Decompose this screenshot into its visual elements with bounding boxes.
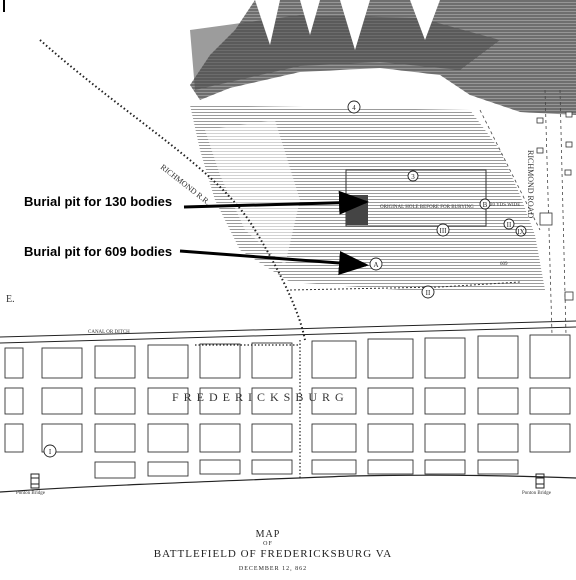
river-bank — [0, 474, 576, 493]
marker-3: 3 — [407, 170, 419, 182]
troop-path — [195, 340, 301, 480]
marker-a: A — [369, 257, 383, 271]
arrow-pit-130 — [183, 190, 369, 215]
marker-iii: III — [436, 223, 450, 237]
town-grid — [4, 334, 571, 479]
canal-boulevard: CANAL OR DITCH — [0, 320, 576, 344]
marker-east: E. — [6, 294, 15, 305]
railroad-line — [39, 39, 306, 341]
marker-b: B — [479, 198, 491, 210]
marker-4: 4 — [347, 100, 361, 114]
svg-text:3: 3 — [411, 173, 415, 181]
marker-ix: IX — [515, 225, 527, 237]
position-markers: 4 3 B III II IX A II I — [43, 100, 527, 458]
marker-ii-b: II — [421, 285, 435, 299]
bridge-left-label: Ponton Bridge — [16, 491, 46, 496]
svg-text:II: II — [507, 221, 512, 229]
marker-i: I — [43, 444, 57, 458]
svg-text:IX: IX — [517, 228, 524, 236]
title-line3: BATTLEFIELD OF FREDERICKSBURG VA — [154, 548, 392, 560]
town-label: F R E D E R I C K S B U R G — [172, 390, 345, 404]
road-buildings — [536, 111, 574, 301]
title-line2: OF — [263, 541, 273, 547]
wide-label: 20 YDS WIDE — [490, 203, 520, 208]
title-line4: DECEMBER 12, 862 — [239, 566, 307, 572]
heights-shading — [190, 0, 576, 115]
arrow-pit-609 — [179, 249, 369, 275]
svg-text:B: B — [483, 201, 488, 209]
svg-text:A: A — [373, 261, 378, 269]
pit-note: ORIGINAL HOLE BEFORE FOR BURYING — [380, 205, 474, 210]
count-label: 609 — [500, 262, 508, 267]
ponton-bridge-left: Ponton Bridge — [16, 473, 46, 496]
title-line1: MAP — [256, 529, 281, 540]
canal-label: CANAL OR DITCH — [88, 330, 130, 335]
svg-text:I: I — [49, 448, 52, 456]
annotation-pit-609: Burial pit for 609 bodies — [24, 244, 172, 259]
ponton-bridge-right: Ponton Bridge — [522, 473, 552, 496]
road-label: RICHMOND ROAD — [526, 150, 535, 218]
svg-text:III: III — [440, 227, 448, 235]
map-title: MAP OF BATTLEFIELD OF FREDERICKSBURG VA … — [154, 529, 392, 572]
marker-ii-a: II — [503, 218, 515, 230]
svg-text:II: II — [426, 289, 431, 297]
bridge-right-label: Ponton Bridge — [522, 491, 552, 496]
svg-text:4: 4 — [352, 104, 356, 112]
annotation-pit-130: Burial pit for 130 bodies — [24, 194, 172, 209]
